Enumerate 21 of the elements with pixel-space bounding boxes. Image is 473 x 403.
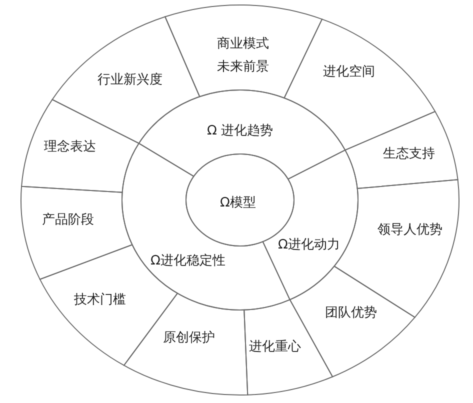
sector-label: 领导人优势 [378, 224, 442, 236]
sector-label: 产品阶段 [42, 214, 94, 226]
sector-label: 行业新兴度 [98, 74, 162, 86]
sector-label: Ω进化动力 [278, 238, 340, 252]
outer-ring-sector [20, 185, 134, 281]
sector-label: Ω 进化趋势 [206, 124, 274, 138]
sector-label: 原创保护 [163, 332, 215, 344]
outer-ring-sector [164, 4, 324, 100]
sector-label: 生态支持 [383, 148, 435, 160]
sector-label: Ω进化稳定性 [150, 254, 226, 268]
center-label: Ω模型 [220, 196, 256, 210]
sector-label: 理念表达 [44, 140, 96, 154]
sector-label: 进化空间 [323, 66, 375, 78]
outer-ring-sector [20, 98, 140, 194]
sector-label: 技术门槛 [74, 294, 126, 306]
sector-label: 商业模式 [217, 38, 269, 50]
sector-label: 进化重心 [249, 340, 301, 354]
sector-label: 未来前景 [217, 60, 269, 74]
outer-ring-sector [344, 110, 459, 190]
outer-ring-sector [288, 265, 416, 378]
sector-label: 团队优势 [325, 306, 377, 320]
